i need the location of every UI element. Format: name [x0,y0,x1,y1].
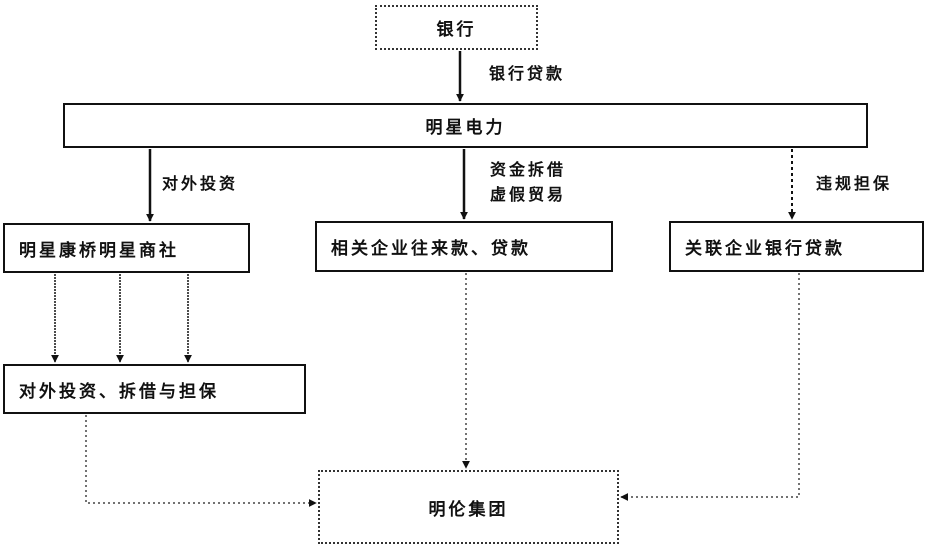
edge-guanlian-to-minglun [620,273,800,501]
label-fund-lending: 资金拆借 [490,160,567,179]
label-bank-loan: 银行贷款 [489,64,566,83]
label-fake-trade: 虚假贸易 [490,185,567,204]
node-mingxing-power: 明星电力 [63,103,868,148]
label-illegal-guarantee: 违规担保 [816,174,893,193]
node-bank: 银行 [375,5,538,50]
edge-duiwai-to-minglun [85,415,317,507]
label-external-investment: 对外投资 [162,174,239,193]
node-affiliate-bank-loans: 关联企业银行贷款 [669,221,924,272]
node-minglun-group: 明伦集团 [318,470,619,544]
node-related-company-loans: 相关企业往来款、贷款 [315,221,613,272]
node-external-investment-lending-guarantee: 对外投资、拆借与担保 [3,364,306,414]
node-mingxing-kangqiao-shangshe: 明星康桥明星商社 [3,223,250,273]
